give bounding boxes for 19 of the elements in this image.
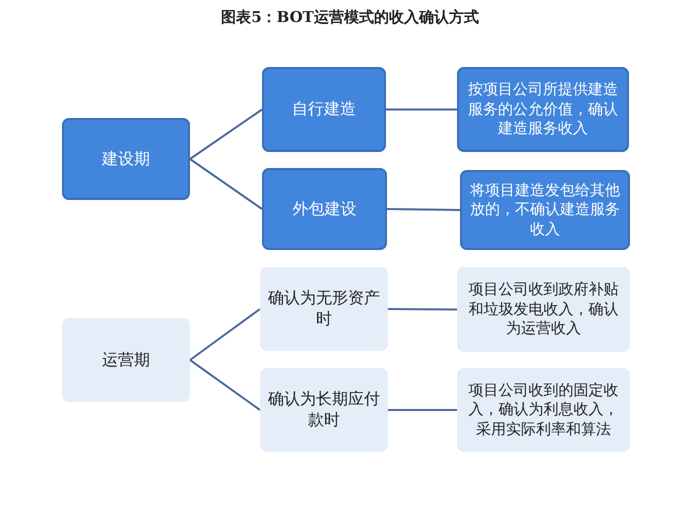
connector-line	[388, 308, 457, 310]
connector-line	[189, 359, 261, 411]
connector-line	[189, 308, 261, 361]
process-box: 将项目建造发包给其他放的，不确认建造服务收入	[460, 170, 630, 250]
process-box: 项目公司收到的固定收入，确认为利息收入，采用实际利率和算法	[457, 368, 630, 452]
connector-line	[388, 409, 457, 411]
process-box: 确认为长期应付款时	[260, 368, 388, 452]
process-box: 按项目公司所提供建造服务的公允价值，确认建造服务收入	[457, 67, 629, 152]
process-box: 外包建设	[262, 168, 387, 250]
connector-line	[386, 208, 460, 211]
process-box: 运营期	[62, 318, 190, 402]
connector-line	[386, 108, 457, 110]
process-box: 自行建造	[262, 67, 386, 152]
connector-line	[189, 158, 263, 210]
process-box: 建设期	[62, 118, 190, 200]
title: 图表5：BOT运营模式的收入确认方式	[220, 8, 480, 27]
process-box: 项目公司收到政府补贴和垃圾发电收入，确认为运营收入	[457, 267, 630, 352]
connector-line	[189, 108, 263, 160]
process-box: 确认为无形资产时	[260, 267, 388, 351]
